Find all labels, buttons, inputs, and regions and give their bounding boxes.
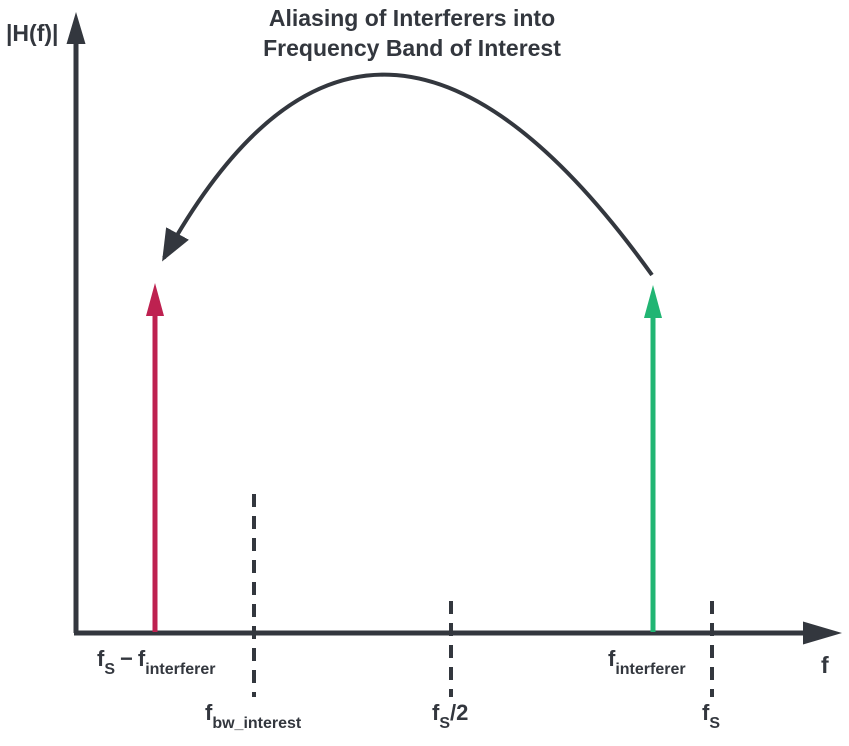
x-axis-arrowhead-icon <box>803 621 842 645</box>
figure-title-line1: Aliasing of Interferers into <box>269 5 555 31</box>
aliased-interferer-arrowhead-icon <box>146 283 164 316</box>
y-axis-label: |H(f)| <box>6 20 58 46</box>
x-axis-label: f <box>821 652 829 678</box>
interferer-arrowhead-icon <box>644 285 662 318</box>
label-finterferer: finterferer <box>608 646 686 678</box>
label-fs: fS <box>702 700 720 732</box>
y-axis-arrowhead-icon <box>66 12 86 44</box>
aliased-interferer-arrow <box>146 283 164 632</box>
label-fs-half: fS/2 <box>432 700 468 732</box>
interferer-arrow <box>644 285 662 632</box>
label-fs-minus-finterferer: fS−finterferer <box>97 646 215 678</box>
aliasing-fold-arrow <box>162 72 654 277</box>
figure-title-line2: Frequency Band of Interest <box>263 35 561 61</box>
label-fbw-interest: fbw_interest <box>205 700 302 732</box>
